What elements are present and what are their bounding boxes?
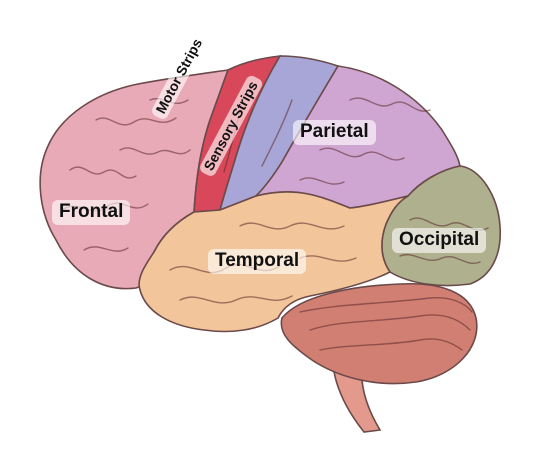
brain-folds (61, 97, 489, 351)
label-temporal: Temporal (208, 249, 307, 274)
label-occipital: Occipital (392, 228, 487, 253)
cerebellum (280, 282, 478, 385)
label-parietal: Parietal (293, 120, 376, 145)
label-frontal: Frontal (52, 200, 131, 225)
